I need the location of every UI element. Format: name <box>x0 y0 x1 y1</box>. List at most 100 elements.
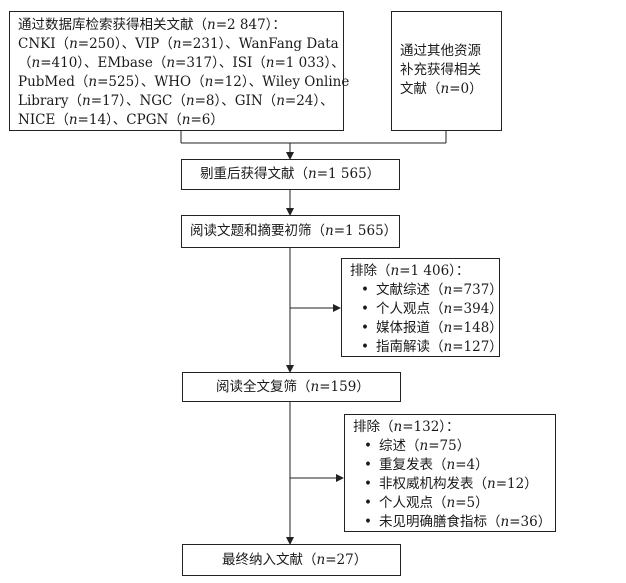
n-symbol: n <box>308 166 317 182</box>
title-abstract-screening-text: 阅读文题和摘要初筛（n=1 565） <box>190 222 397 241</box>
text-line: 通过数据库检索获得相关文献（n=2 847）： <box>18 16 349 35</box>
n-symbol: n <box>443 320 453 336</box>
text-segment: =6） <box>190 112 224 128</box>
database-search-text: 通过数据库检索获得相关文献（n=2 847）：CNKI（n=250）、VIP（n… <box>18 16 349 130</box>
text-segment: =2 847）： <box>215 17 286 33</box>
n-symbol: n <box>316 552 326 568</box>
text-segment: =1 565） <box>333 223 398 239</box>
exclusion-1-list: 文献综述（n=737）个人观点（n=394）媒体报道（n=148）指南解读（n=… <box>350 281 503 357</box>
database-search-box: 通过数据库检索获得相关文献（n=2 847）：CNKI（n=250）、VIP（n… <box>9 11 349 131</box>
text-segment: =75） <box>428 438 471 454</box>
text-segment: =4） <box>455 457 489 473</box>
n-symbol: n <box>69 36 78 52</box>
text-segment: 通过数据库检索获得相关文献（ <box>18 17 207 33</box>
text-segment: =231）、WanFang Data <box>181 36 339 52</box>
exclusion-reason: 个人观点（n=394） <box>350 300 503 319</box>
other-sources-text: 通过其他资源补充获得相关文献（n=0） <box>400 42 483 99</box>
text-line: PubMed（n=525）、WHO（n=12）、Wiley Online <box>18 73 349 92</box>
text-segment: NICE（ <box>18 112 69 128</box>
exclusion-box-2: 排除（n=132）： 综述（n=75）重复发表（n=4）非权威机构发表（n=12… <box>344 414 556 532</box>
n-symbol: n <box>393 419 403 435</box>
exclusion-reason: 重复发表（n=4） <box>353 456 551 475</box>
exclusion-reason: 指南解读（n=127） <box>350 338 503 357</box>
n-symbol: n <box>443 301 453 317</box>
n-symbol: n <box>446 457 456 473</box>
text-segment: =159） <box>319 379 370 395</box>
text-segment: 文献综述（ <box>376 282 444 298</box>
text-segment: =317）、ISI（ <box>175 55 266 71</box>
text-segment: =27） <box>325 552 368 568</box>
n-symbol: n <box>82 93 91 109</box>
n-symbol: n <box>31 55 41 71</box>
text-segment: 最终纳入文献（ <box>222 552 317 568</box>
text-segment: =0） <box>449 81 483 97</box>
text-segment: =14）、CPGN（ <box>77 112 182 128</box>
text-segment: =8）、GIN（ <box>194 93 277 109</box>
text-segment: 个人观点（ <box>376 301 444 317</box>
text-line: NICE（n=14）、CPGN（n=6） <box>18 111 349 130</box>
text-segment: =12）、Wiley Online <box>213 74 350 90</box>
text-segment: 排除（ <box>353 419 394 435</box>
text-segment: =250）、VIP（ <box>77 36 173 52</box>
text-segment: =1 406）： <box>399 263 470 279</box>
text-segment: 重复发表（ <box>379 457 447 473</box>
n-symbol: n <box>166 55 176 71</box>
n-symbol: n <box>500 514 510 530</box>
text-segment: =5） <box>455 495 489 511</box>
text-segment: =1 565） <box>316 166 381 182</box>
text-segment: （ <box>18 55 32 71</box>
text-segment: 阅读文题和摘要初筛（ <box>190 223 325 239</box>
exclusion-reason: 综述（n=75） <box>353 437 551 456</box>
text-line: 通过其他资源 <box>400 42 483 61</box>
text-segment: 指南解读（ <box>376 339 444 355</box>
text-segment: =12） <box>495 476 538 492</box>
exclusion-reason: 个人观点（n=5） <box>353 494 551 513</box>
n-symbol: n <box>419 438 429 454</box>
text-line: 文献（n=0） <box>400 80 483 99</box>
text-segment: 文献（ <box>400 81 441 97</box>
text-segment: Library（ <box>18 93 83 109</box>
exclusion-reason: 非权威机构发表（n=12） <box>353 475 551 494</box>
text-segment: =127） <box>452 339 503 355</box>
text-segment: 阅读全文复筛（ <box>216 379 311 395</box>
text-segment: =525）、WHO（ <box>97 74 205 90</box>
dedup-text: 剔重后获得文献（n=1 565） <box>200 165 380 184</box>
n-symbol: n <box>88 74 98 90</box>
text-segment: =410）、EMbase（ <box>40 55 167 71</box>
other-sources-box: 通过其他资源补充获得相关文献（n=0） <box>391 11 502 131</box>
exclusion-reason: 未见明确膳食指标（n=36） <box>353 513 551 532</box>
final-included-box: 最终纳入文献（n=27） <box>182 544 401 576</box>
text-segment: =1 033）、 <box>274 55 345 71</box>
text-segment: =17）、NGC（ <box>90 93 186 109</box>
text-segment: PubMed（ <box>18 74 89 90</box>
n-symbol: n <box>172 36 182 52</box>
n-symbol: n <box>390 263 400 279</box>
exclusion-1-header: 排除（n=1 406）： <box>350 262 503 281</box>
full-text-screening-text: 阅读全文复筛（n=159） <box>216 378 370 397</box>
dedup-box: 剔重后获得文献（n=1 565） <box>181 159 400 190</box>
title-abstract-screening-box: 阅读文题和摘要初筛（n=1 565） <box>181 215 400 248</box>
text-segment: 补充获得相关 <box>400 62 481 78</box>
full-text-screening-box: 阅读全文复筛（n=159） <box>182 372 401 402</box>
text-segment: 剔重后获得文献（ <box>200 166 308 182</box>
text-segment: 非权威机构发表（ <box>379 476 487 492</box>
text-line: （n=410）、EMbase（n=317）、ISI（n=1 033）、 <box>18 54 349 73</box>
text-segment: CNKI（ <box>18 36 70 52</box>
text-segment: =737） <box>452 282 503 298</box>
text-segment: 通过其他资源 <box>400 43 481 59</box>
exclusion-box-1: 排除（n=1 406）： 文献综述（n=737）个人观点（n=394）媒体报道（… <box>341 258 503 357</box>
text-segment: =148） <box>452 320 503 336</box>
n-symbol: n <box>443 282 453 298</box>
text-line: Library（n=17）、NGC（n=8）、GIN（n=24）、 <box>18 92 349 111</box>
n-symbol: n <box>310 379 320 395</box>
n-symbol: n <box>68 112 78 128</box>
text-segment: 个人观点（ <box>379 495 447 511</box>
text-line: CNKI（n=250）、VIP（n=231）、WanFang Data <box>18 35 349 54</box>
text-segment: =36） <box>509 514 552 530</box>
exclusion-reason: 文献综述（n=737） <box>350 281 503 300</box>
text-segment: =394） <box>452 301 503 317</box>
n-symbol: n <box>443 339 453 355</box>
n-symbol: n <box>276 93 285 109</box>
n-symbol: n <box>446 495 456 511</box>
